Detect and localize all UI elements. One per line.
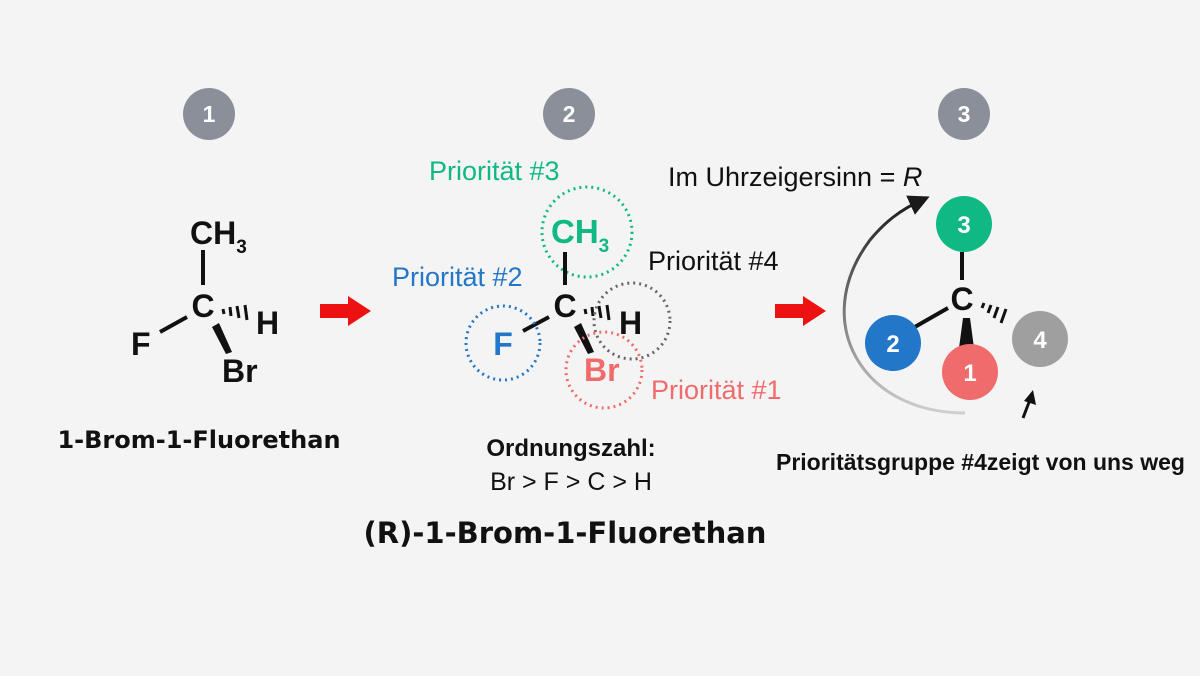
result-name: (R)-1-Brom-1-Fluorethan — [364, 516, 767, 550]
step-number: 2 — [563, 101, 576, 127]
atom-hydrogen: H — [619, 305, 642, 341]
red-arrow-icon — [320, 296, 371, 326]
priority-1-circle — [564, 330, 644, 410]
step-badge-1: 1 — [183, 88, 235, 140]
atom-bromine: Br — [584, 352, 620, 388]
priority-2-ball — [865, 315, 921, 371]
clockwise-arrow-icon — [842, 195, 966, 415]
molecule-2: CH3 C F H Br — [464, 185, 672, 410]
priority-3-ball — [936, 196, 992, 252]
atom-fluorine: F — [131, 326, 151, 362]
step-number: 3 — [958, 101, 971, 127]
ball-label: 1 — [963, 360, 976, 387]
priority-2-circle — [464, 304, 542, 382]
priority-4-caption: Prioritätsgruppe #4zeigt von uns weg — [776, 449, 1185, 475]
priority-3-circle — [540, 185, 634, 279]
priority-4-label: Priorität #4 — [648, 246, 779, 276]
atom-bromine: Br — [222, 353, 258, 389]
atom-carbon: C — [950, 281, 973, 317]
wedge-bond — [959, 318, 974, 348]
molecule-1: CH3 C F H Br — [131, 215, 279, 389]
ball-label: 2 — [886, 331, 899, 358]
priority-rule: Br > F > C > H — [490, 468, 652, 496]
clockwise-label: Im Uhrzeigersinn = R — [668, 162, 922, 192]
step-badge-3: 3 — [938, 88, 990, 140]
red-arrow-icon — [775, 296, 826, 326]
hashed-bond — [221, 304, 249, 321]
atom-fluorine: F — [493, 326, 513, 362]
priority-2-label: Priorität #2 — [392, 262, 523, 292]
priority-3-label: Priorität #3 — [429, 156, 560, 186]
priority-4-ball — [1012, 311, 1068, 367]
hashed-bond — [980, 302, 1008, 324]
molecule-1-name: 1-Brom-1-Fluorethan — [57, 426, 340, 454]
ball-model: C 3 2 4 1 — [865, 196, 1068, 400]
atom-carbon: C — [553, 288, 576, 324]
atom-ch3: CH3 — [190, 215, 247, 258]
pointer-arrowhead-icon — [1024, 390, 1036, 405]
atom-ch3: CH3 — [551, 213, 609, 257]
priority-4-circle — [592, 281, 672, 361]
ball-label: 3 — [957, 212, 970, 239]
wedge-bond — [212, 323, 232, 354]
step-number: 1 — [203, 101, 216, 127]
bond-line — [522, 315, 550, 333]
hashed-bond — [583, 304, 611, 321]
priority-1-label: Priorität #1 — [651, 375, 782, 405]
step-badge-2: 2 — [543, 88, 595, 140]
bond-line — [159, 315, 188, 334]
atom-carbon: C — [191, 288, 214, 324]
atom-hydrogen: H — [256, 305, 279, 341]
bond-line — [912, 306, 949, 330]
priority-1-ball — [942, 344, 998, 400]
atomic-number-heading: Ordnungszahl: — [486, 435, 655, 462]
ball-label: 4 — [1033, 327, 1047, 354]
